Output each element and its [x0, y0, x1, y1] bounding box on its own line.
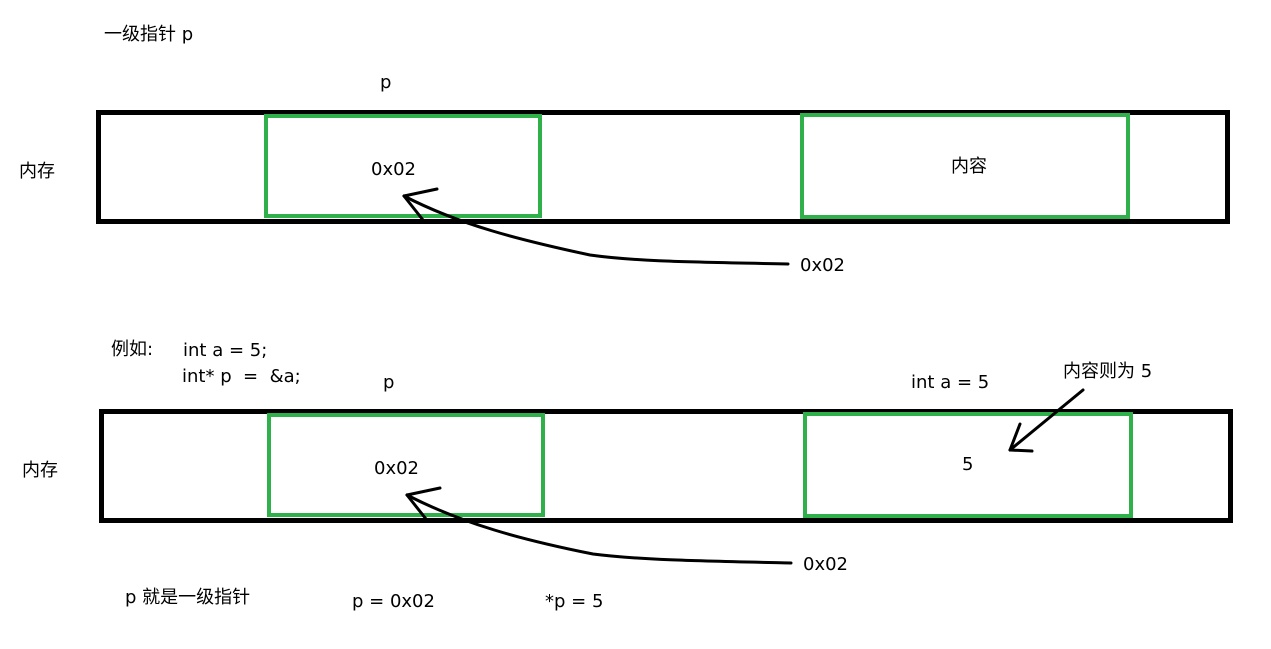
section1-pointer-arrow — [402, 194, 790, 266]
section1-address-label: 0x02 — [800, 255, 846, 276]
section2-memory-strip — [99, 409, 1233, 523]
footer-deref-value: *p = 5 — [545, 591, 604, 612]
section2-pointer-arrow — [405, 493, 793, 565]
footer-p-value: p = 0x02 — [352, 591, 435, 612]
section1-memory-label: 内存 — [19, 161, 55, 182]
section2-address-label: 0x02 — [803, 554, 849, 575]
section1-target-cell — [800, 113, 1130, 219]
section2-content-note: 内容则为 5 — [1063, 361, 1153, 382]
content-note-arrowhead-upper — [1008, 422, 1022, 452]
section1-pointer-name: p — [380, 72, 392, 93]
section1-pointer-cell — [264, 114, 542, 218]
section2-target-cell — [803, 412, 1133, 518]
section2-memory-label: 内存 — [22, 460, 58, 481]
section1-pointer-cell-value: 0x02 — [371, 159, 417, 180]
section2-pointer-cell — [267, 413, 545, 517]
section2-var-label: int a = 5 — [911, 372, 990, 393]
content-note-arrow — [1008, 388, 1085, 452]
section2-example-label: 例如: — [111, 339, 154, 360]
section2-pointer-name: p — [383, 372, 395, 393]
section1-target-cell-value: 内容 — [951, 156, 987, 177]
section1-arrowhead-upper — [402, 187, 439, 198]
section2-arrowhead-lower — [405, 493, 428, 521]
section2-arrowhead-upper — [405, 486, 442, 497]
section2-target-cell-value: 5 — [962, 454, 974, 475]
section2-pointer-cell-value: 0x02 — [374, 458, 420, 479]
section1-title: 一级指针 p — [104, 24, 194, 45]
section2-code-line-1: int a = 5; — [183, 340, 268, 361]
content-note-arrowhead-lower — [1008, 448, 1034, 453]
section1-memory-strip — [96, 110, 1230, 224]
section1-arrowhead-lower — [402, 194, 425, 222]
section2-code-line-2: int* p = &a; — [182, 366, 301, 387]
footer-statement: p 就是一级指针 — [125, 587, 251, 608]
